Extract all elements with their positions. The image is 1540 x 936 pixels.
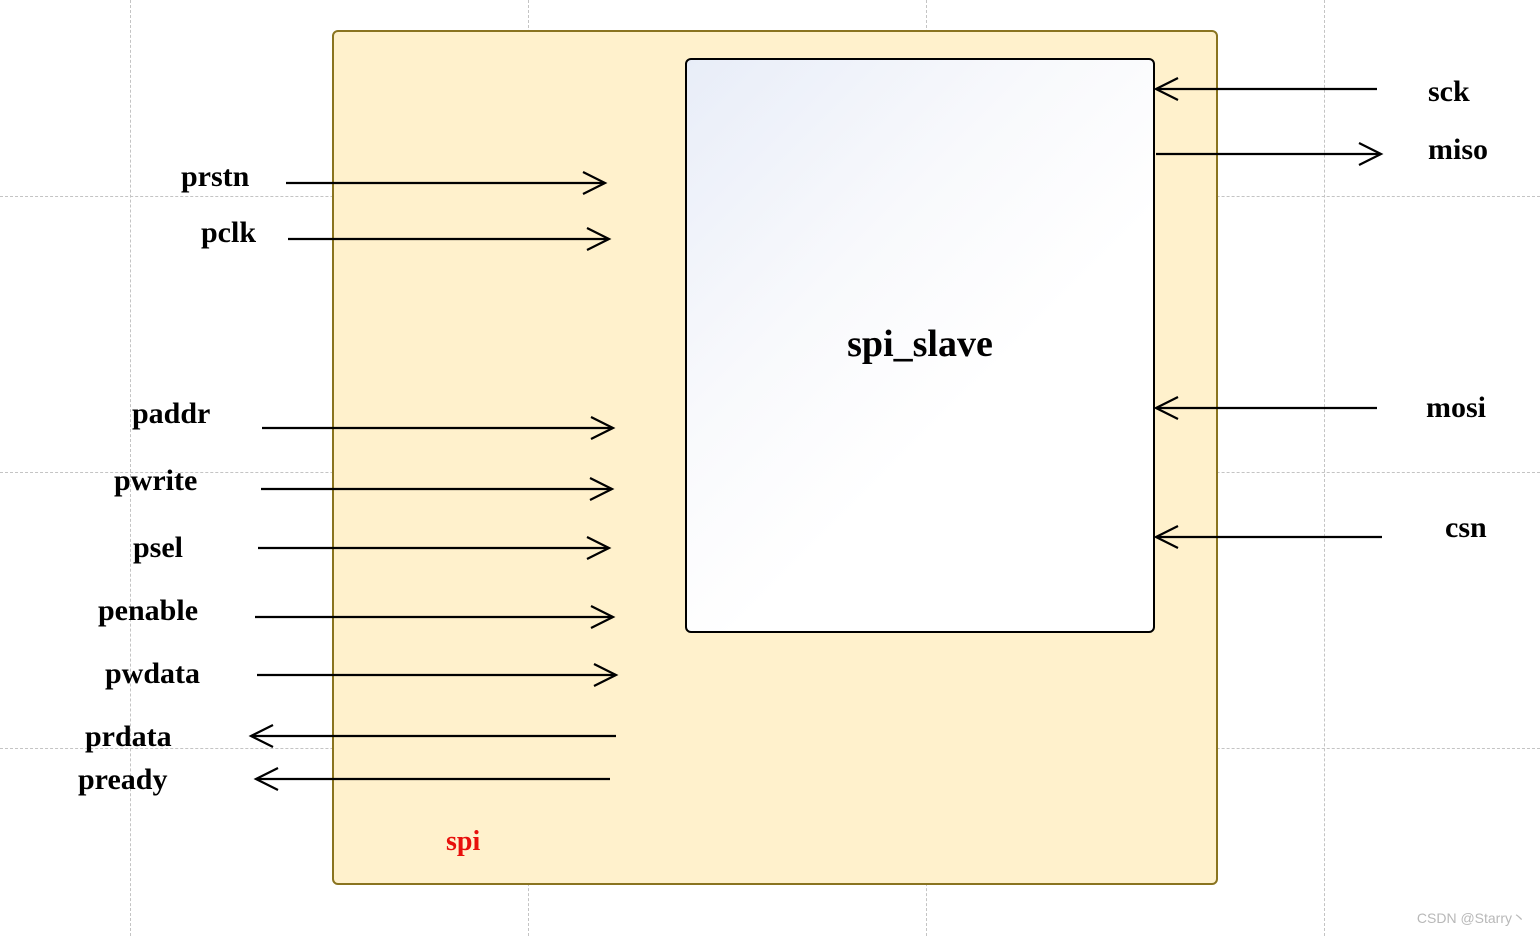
arrow-pwrite	[261, 477, 615, 501]
arrow-pready	[253, 767, 610, 791]
grid-line-v4	[1324, 0, 1325, 936]
port-label-sck: sck	[1428, 75, 1470, 108]
spi-block-label: spi	[446, 826, 481, 857]
arrow-pwdata	[257, 663, 619, 687]
arrow-pclk	[288, 227, 612, 251]
arrow-csn	[1153, 525, 1382, 549]
port-label-penable: penable	[98, 594, 199, 627]
port-label-csn: csn	[1445, 511, 1487, 544]
port-label-paddr: paddr	[132, 397, 211, 430]
port-label-pwrite: pwrite	[114, 464, 198, 497]
spi-slave-block[interactable]	[685, 58, 1155, 633]
arrow-penable	[255, 605, 616, 629]
port-label-pwdata: pwdata	[105, 657, 201, 690]
port-label-psel: psel	[133, 531, 184, 564]
port-label-miso: miso	[1428, 133, 1488, 166]
arrow-prstn	[286, 171, 608, 195]
watermark: CSDN @Starry丶	[1416, 910, 1526, 926]
arrow-mosi	[1153, 396, 1377, 420]
arrow-miso	[1156, 142, 1384, 166]
port-label-mosi: mosi	[1426, 391, 1486, 424]
spi-slave-label: spi_slave	[847, 323, 993, 365]
port-label-pclk: pclk	[201, 216, 257, 249]
port-label-prdata: prdata	[85, 720, 172, 753]
port-label-pready: pready	[78, 763, 168, 796]
arrow-psel	[258, 536, 612, 560]
arrow-prdata	[248, 724, 616, 748]
port-label-prstn: prstn	[181, 160, 250, 193]
grid-line-v1	[130, 0, 131, 936]
arrow-sck	[1153, 77, 1377, 101]
arrow-paddr	[262, 416, 616, 440]
